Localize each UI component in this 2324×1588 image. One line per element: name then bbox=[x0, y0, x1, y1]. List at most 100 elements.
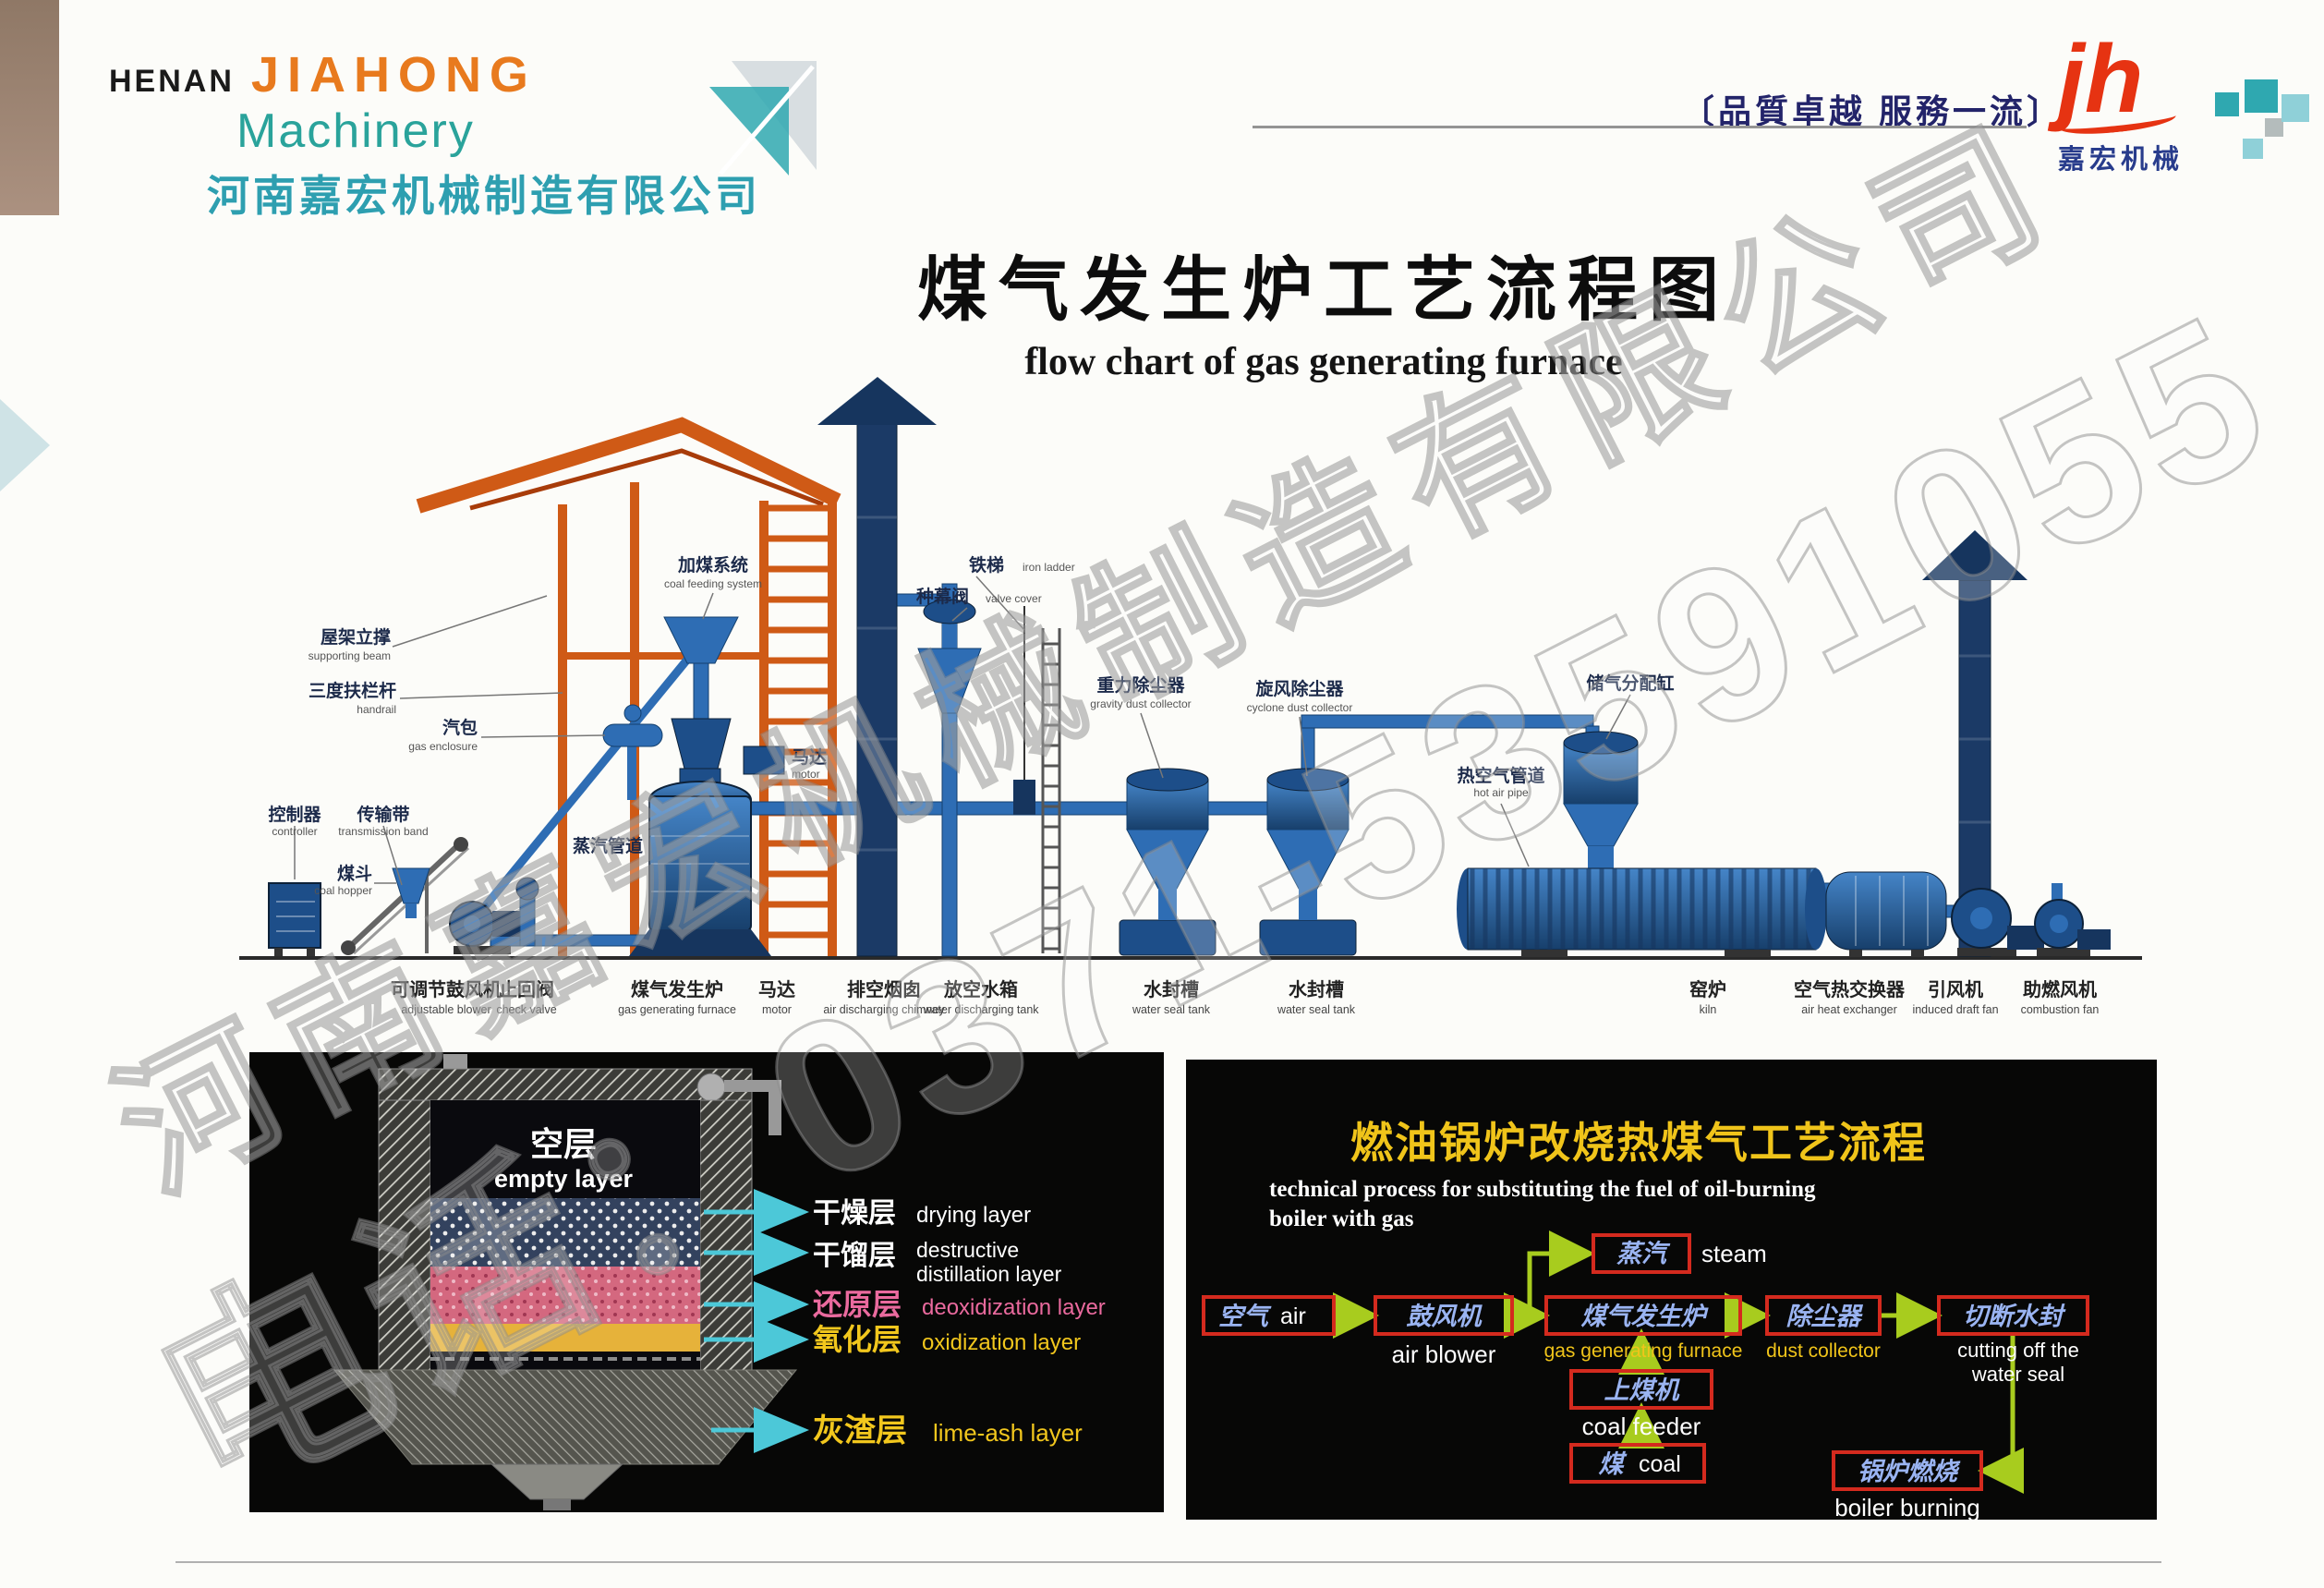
bottom-label-zh: 排空烟囱 bbox=[847, 978, 921, 1000]
node-blower-en: air blower bbox=[1392, 1340, 1496, 1368]
bottom-label-zh: 煤气发生炉 bbox=[631, 978, 723, 1000]
callout-steam-pipe-zh: 蒸汽管道 bbox=[573, 835, 643, 856]
callout-hot-air-pipe-en: hot air pipe bbox=[1473, 786, 1529, 799]
adjustable-blower bbox=[449, 901, 522, 954]
flow-node-boxes bbox=[1202, 1233, 2089, 1491]
callout-handrail-zh: 三度扶栏杆 bbox=[309, 680, 396, 701]
steam-drum bbox=[602, 704, 663, 800]
callout-supporting-beam-en: supporting beam bbox=[309, 649, 391, 662]
steam-box bbox=[1592, 1233, 1691, 1274]
bottom-label-zh: 止回阀 bbox=[499, 979, 554, 1000]
furnace-building bbox=[416, 417, 841, 956]
callout-gas-enclosure-zh: 汽包 bbox=[442, 717, 478, 738]
header-rule bbox=[1253, 126, 2027, 128]
empty-layer-zh: 空层 bbox=[530, 1125, 597, 1163]
callout-gas-enclosure-en: gas enclosure bbox=[408, 740, 478, 753]
feeder-motor bbox=[743, 746, 785, 775]
node-furnace-zh: 煤气发生炉 bbox=[1581, 1303, 1710, 1330]
gas-generating-furnace bbox=[629, 768, 771, 956]
callout-transmission-band-zh: 传输带 bbox=[356, 804, 409, 825]
gas-distributor bbox=[1563, 731, 1639, 870]
bottom-label-en: kiln bbox=[1700, 1003, 1717, 1016]
blower-box bbox=[1374, 1295, 1514, 1336]
callout-motor-zh: 马达 bbox=[792, 746, 827, 768]
callout-iron-ladder-en: iron ladder bbox=[1023, 561, 1075, 574]
bottom-label-en: combustion fan bbox=[2021, 1003, 2100, 1016]
callout-valve-cover-en: valve cover bbox=[986, 592, 1042, 605]
brand-jiahong: JIAHONG bbox=[250, 47, 537, 103]
boiler-box bbox=[1832, 1450, 1983, 1491]
node-furnace-en: gas generating furnace bbox=[1544, 1340, 1743, 1362]
bottom-label-en: water discharging tank bbox=[922, 1003, 1039, 1016]
process-title: 燃油锅炉改烧热煤气工艺流程 bbox=[1350, 1119, 1927, 1167]
bottom-label-en: water seal tank bbox=[1277, 1003, 1356, 1016]
node-boiler-en: boiler burning bbox=[1834, 1494, 1980, 1520]
node-cutoff-zh: 切断水封 bbox=[1963, 1303, 2066, 1330]
left-edge-triangle bbox=[0, 399, 50, 491]
bottom-label-en: check valve bbox=[496, 1003, 556, 1016]
node-air-zh: 空气 bbox=[1218, 1303, 1272, 1330]
bottom-label-en: motor bbox=[762, 1003, 792, 1016]
iron-ladder bbox=[1041, 628, 1061, 953]
callout-gravity-dust-zh: 重力除尘器 bbox=[1096, 674, 1185, 696]
furnace-box bbox=[1544, 1295, 1742, 1336]
node-air-en: air bbox=[1280, 1303, 1306, 1329]
bottom-label-zh: 水封槽 bbox=[1289, 978, 1344, 1000]
layer-arrows bbox=[704, 1189, 809, 1453]
bottom-label-en: air heat exchanger bbox=[1801, 1003, 1897, 1016]
node-boiler-zh: 锅炉燃烧 bbox=[1858, 1458, 1961, 1485]
check-valve bbox=[515, 877, 539, 947]
air-box bbox=[1202, 1295, 1336, 1336]
air-heat-exchanger bbox=[1825, 871, 1947, 957]
callout-gravity-dust-en: gravity dust collector bbox=[1090, 697, 1191, 710]
layer-label-en: drying layer bbox=[916, 1203, 1031, 1228]
process-flow-panel: 燃油锅炉改烧热煤气工艺流程 technical process for subs… bbox=[1186, 1060, 2157, 1521]
callout-cyclone-dust-en: cyclone dust collector bbox=[1247, 701, 1353, 714]
bottom-label-zh: 窑炉 bbox=[1689, 978, 1726, 1000]
furnace-cross-section: 空层 empty layer 干燥层 drying layer 干馏层 dest… bbox=[333, 1054, 1106, 1510]
brown-corner-bar bbox=[0, 0, 59, 215]
callout-coal-hopper-zh: 煤斗 bbox=[337, 864, 372, 884]
combustion-fan bbox=[2034, 883, 2111, 956]
node-feeder-en: coal feeder bbox=[1582, 1412, 1701, 1440]
callout-controller-zh: 控制器 bbox=[268, 804, 321, 825]
node-steam-zh: 蒸汽 bbox=[1616, 1240, 1671, 1267]
coal-hopper-shape bbox=[392, 867, 430, 918]
flow-arrows bbox=[1333, 1230, 2024, 1494]
node-dust-en: dust collector bbox=[1766, 1340, 1881, 1362]
kiln bbox=[1457, 867, 1827, 957]
page-title-zh: 煤气发生炉工艺流程图 bbox=[917, 251, 1730, 330]
gravity-dust-collector bbox=[1119, 768, 1216, 956]
layer-label-zh: 干馏层 bbox=[813, 1241, 896, 1271]
node-blower-zh: 鼓风机 bbox=[1407, 1303, 1483, 1330]
bottom-label-zh: 放空水箱 bbox=[943, 978, 1018, 1000]
machinery-flow-diagram: 屋架立撑 supporting beam 三度扶栏杆 handrail 汽包 g… bbox=[239, 377, 2142, 1016]
bottom-label-zh: 马达 bbox=[758, 979, 795, 1000]
layer-label-zh: 灰渣层 bbox=[813, 1413, 907, 1449]
bottom-label-zh: 水封槽 bbox=[1144, 978, 1199, 1000]
process-flow-chart: 燃油锅炉改烧热煤气工艺流程 technical process for subs… bbox=[1202, 1119, 2089, 1521]
bottom-label-zh: 空气热交换器 bbox=[1794, 978, 1906, 1000]
callout-handrail-en: handrail bbox=[357, 703, 396, 716]
bottom-label-zh: 可调节鼓风机 bbox=[391, 978, 502, 1000]
lime-ash-layer bbox=[333, 1369, 798, 1465]
feeder-box bbox=[1569, 1369, 1713, 1410]
callout-coal-feeding-en: coal feeding system bbox=[664, 577, 762, 590]
bottom-label-en: gas generating furnace bbox=[618, 1003, 736, 1016]
node-steam-en: steam bbox=[1701, 1240, 1767, 1267]
callout-cyclone-dust-zh: 旋风除尘器 bbox=[1254, 678, 1344, 699]
footer-rule bbox=[176, 1561, 2161, 1563]
node-dust-zh: 除尘器 bbox=[1786, 1303, 1864, 1330]
jh-logo: jh 嘉宏机械 bbox=[2057, 31, 2185, 176]
leader-lines bbox=[294, 576, 1631, 886]
jh-logo-subtext: 嘉宏机械 bbox=[2058, 144, 2185, 175]
callout-hot-air-pipe-zh: 热空气管道 bbox=[1457, 765, 1544, 786]
slogan: 〔品質卓越 服務一流〕 bbox=[1681, 92, 2064, 130]
oxidization-layer bbox=[430, 1324, 700, 1352]
empty-layer-en: empty layer bbox=[494, 1165, 634, 1193]
vent-chimney bbox=[817, 377, 937, 957]
deoxidization-layer bbox=[430, 1267, 700, 1324]
water-discharging-tank bbox=[917, 583, 982, 957]
layer-label-en: distillation layer bbox=[916, 1262, 1062, 1286]
